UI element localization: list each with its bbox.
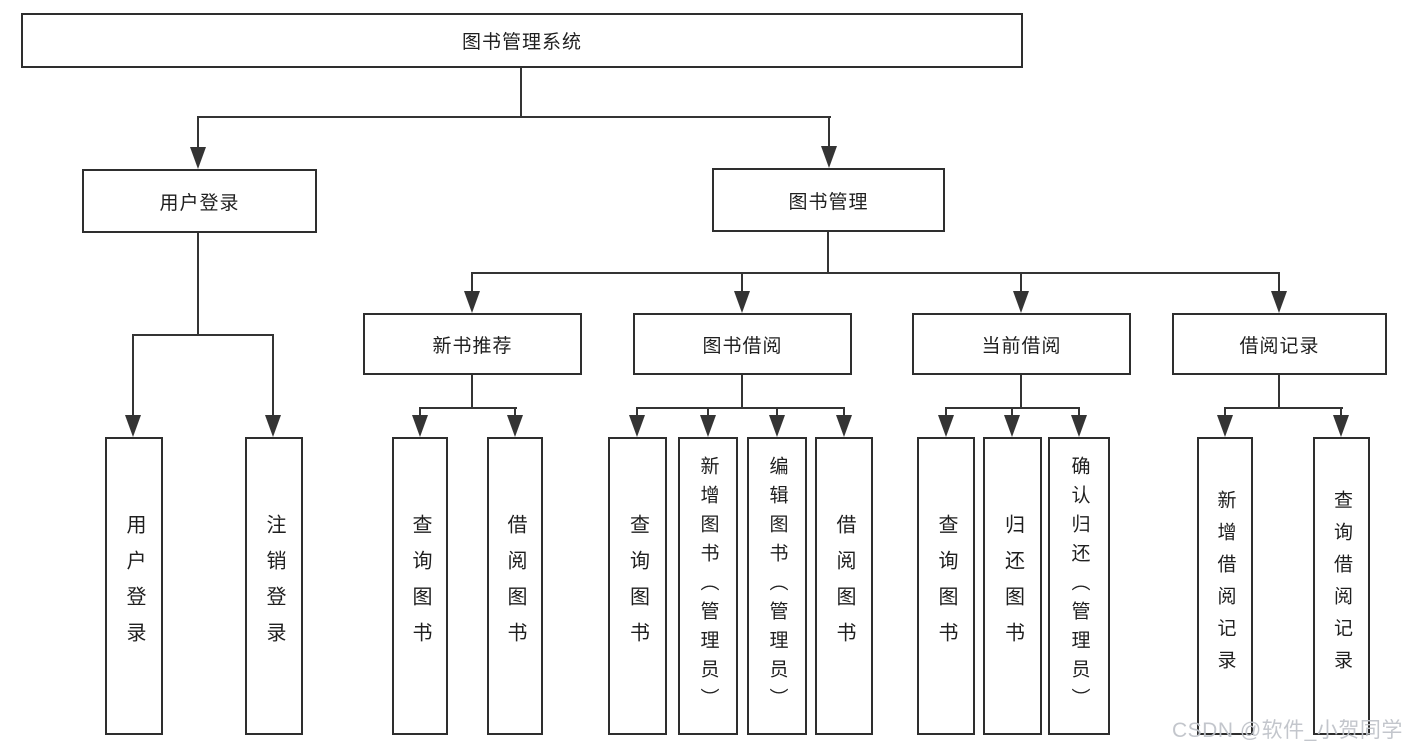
connector-line [419,407,421,419]
node-book-management-label: 图书管理 [788,191,869,213]
leaf-query-books-recommend-label: 查询图书 [409,514,431,658]
arrow-down-icon [836,415,852,437]
leaf-logout-label: 注销登录 [263,514,285,658]
arrow-down-icon [1271,291,1287,313]
leaf-query-books-current: 查询图书 [917,437,975,735]
node-book-borrowing: 图书借阅 [633,313,852,375]
connector-line [741,272,743,296]
connector-line [471,272,473,296]
arrow-down-icon [1004,415,1020,437]
connector-line [272,334,274,420]
connector-line [1340,407,1342,419]
leaf-confirm-return-admin-label: 确认归还（管理员） [1068,455,1090,717]
connector-line [827,232,829,274]
connector-line [1224,407,1226,419]
connector-line [828,116,830,149]
leaf-query-books-borrow: 查询图书 [608,437,667,735]
connector-line [707,407,709,419]
connector-line [197,116,199,150]
connector-line [471,272,1280,274]
arrow-down-icon [265,415,281,437]
arrow-down-icon [125,415,141,437]
connector-line [197,233,199,336]
connector-line [1078,407,1080,419]
leaf-return-books: 归还图书 [983,437,1042,735]
leaf-edit-book-admin-label: 编辑图书（管理员） [766,455,788,717]
connector-line [741,375,743,409]
connector-line [419,407,517,409]
connector-line [1224,407,1343,409]
arrow-down-icon [1071,415,1087,437]
connector-line [197,116,831,118]
arrow-down-icon [734,291,750,313]
arrow-down-icon [769,415,785,437]
leaf-add-book-admin-label: 新增图书（管理员） [697,455,719,717]
arrow-down-icon [1013,291,1029,313]
node-new-book-recommendation-label: 新书推荐 [432,335,513,357]
leaf-borrow-books: 借阅图书 [815,437,873,735]
connector-line [471,375,473,409]
connector-line [945,407,947,419]
arrow-down-icon [1333,415,1349,437]
arrow-down-icon [700,415,716,437]
watermark: CSDN @软件_小贺同学 [1172,719,1403,742]
connector-line [776,407,778,419]
node-user-login: 用户登录 [82,169,317,233]
arrow-down-icon [1217,415,1233,437]
arrow-down-icon [629,415,645,437]
leaf-query-borrow-record: 查询借阅记录 [1313,437,1370,735]
leaf-query-books-recommend: 查询图书 [392,437,448,735]
connector-line [1020,272,1022,296]
leaf-query-books-current-label: 查询图书 [935,514,957,658]
node-book-management: 图书管理 [712,168,945,232]
leaf-borrow-books-recommend: 借阅图书 [487,437,543,735]
arrow-down-icon [412,415,428,437]
connector-line [1011,407,1013,419]
node-borrowing-records: 借阅记录 [1172,313,1387,375]
node-new-book-recommendation: 新书推荐 [363,313,582,375]
leaf-add-borrow-record: 新增借阅记录 [1197,437,1253,735]
connector-line [1278,272,1280,296]
connector-line [132,334,274,336]
connector-line [843,407,845,419]
connector-line [1278,375,1280,409]
leaf-borrow-books-recommend-label: 借阅图书 [504,514,526,658]
connector-line [636,407,845,409]
leaf-user-login-label: 用户登录 [123,514,145,658]
connector-line [520,68,522,118]
arrow-down-icon [190,147,206,169]
leaf-confirm-return-admin: 确认归还（管理员） [1048,437,1110,735]
arrow-down-icon [938,415,954,437]
node-current-borrowing-label: 当前借阅 [981,335,1062,357]
connector-line [514,407,516,419]
node-current-borrowing: 当前借阅 [912,313,1131,375]
leaf-logout: 注销登录 [245,437,303,735]
connector-line [1020,375,1022,409]
node-library-system-label: 图书管理系统 [461,32,582,53]
arrow-down-icon [507,415,523,437]
leaf-query-books-borrow-label: 查询图书 [626,514,649,658]
connector-line [132,334,134,420]
arrow-down-icon [464,291,480,313]
leaf-edit-book-admin: 编辑图书（管理员） [747,437,807,735]
node-book-borrowing-label: 图书借阅 [702,335,783,357]
leaf-user-login: 用户登录 [105,437,163,735]
connector-line [636,407,638,419]
leaf-borrow-books-label: 借阅图书 [833,514,855,658]
node-borrowing-records-label: 借阅记录 [1239,335,1320,357]
leaf-query-borrow-record-label: 查询借阅记录 [1331,490,1352,682]
arrow-down-icon [821,146,837,168]
leaf-add-book-admin: 新增图书（管理员） [678,437,738,735]
node-library-system: 图书管理系统 [21,13,1023,68]
node-user-login-label: 用户登录 [159,192,240,214]
leaf-add-borrow-record-label: 新增借阅记录 [1214,490,1236,682]
leaf-return-books-label: 归还图书 [1001,514,1024,658]
